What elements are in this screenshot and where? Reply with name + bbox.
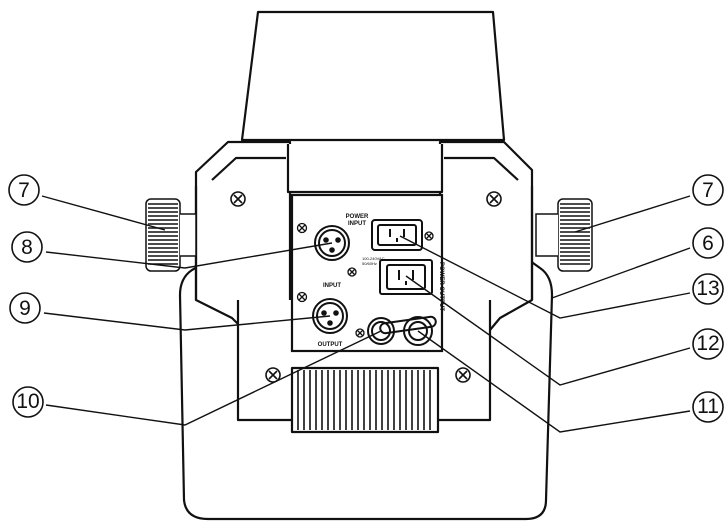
leader-lines [41, 195, 691, 433]
power-input-label-line2: INPUT [348, 221, 366, 227]
left-tilt-knob-icon [145, 198, 197, 272]
input-label: INPUT [323, 283, 341, 289]
neck-block [286, 144, 444, 194]
head-housing [240, 10, 506, 142]
callout-output-xlr: 9 [9, 292, 41, 324]
voltage-label-line1: 100-240VAC [362, 256, 385, 261]
callout-number: 11 [697, 395, 719, 418]
callout-number: 7 [702, 179, 714, 202]
power-output-socket-icon [379, 259, 433, 295]
power-output-label: POWER OUTPUT [438, 262, 444, 311]
control-panel: POWER INPUT INPUT OUTPUT 100-240VAC 50/6… [290, 193, 444, 353]
power-input-socket-icon [371, 219, 423, 251]
leader-13 [399, 235, 691, 319]
voltage-label-line2: 50/60Hz [362, 261, 377, 266]
callout-cable-clamp: 11 [692, 391, 724, 423]
callout-number: 7 [18, 179, 30, 202]
callout-number: 6 [702, 232, 714, 255]
callout-left-knob: 7 [8, 174, 40, 206]
input-xlr-socket-icon [314, 225, 350, 261]
leader-8 [45, 242, 333, 269]
callout-number: 12 [696, 332, 719, 355]
yoke-right-inner [444, 156, 519, 181]
leader-10 [45, 330, 382, 426]
heat-sink [290, 366, 440, 434]
leader-12 [405, 275, 691, 386]
callout-number: 10 [16, 390, 39, 413]
cable-clamp-icon [379, 315, 437, 346]
callout-power-input: 13 [692, 273, 724, 305]
right-tilt-knob-icon [535, 198, 593, 272]
yoke-left-inner [211, 156, 286, 181]
callout-handle-frame: 6 [692, 227, 724, 259]
leader-7-right [574, 195, 691, 233]
fuse-holder-icon [367, 317, 395, 345]
base-stand [178, 257, 554, 521]
power-input-label-line1: POWER [346, 214, 369, 220]
callout-power-output: 12 [692, 328, 724, 360]
callout-fuse: 10 [12, 386, 44, 418]
callout-number: 9 [19, 297, 31, 320]
yoke-screw-icon [230, 191, 502, 383]
callout-number: 13 [696, 277, 719, 300]
leader-6 [551, 247, 691, 299]
leader-9 [43, 312, 331, 331]
callout-right-knob: 7 [692, 174, 724, 206]
panel-screw-icon [296, 222, 434, 338]
leader-11 [417, 330, 691, 433]
output-label: OUTPUT [318, 342, 343, 348]
leader-7-left [41, 195, 166, 231]
callout-input-xlr: 8 [11, 231, 43, 263]
callout-number: 8 [21, 236, 33, 259]
heat-sink-fins [297, 370, 431, 430]
output-xlr-socket-icon [312, 298, 348, 334]
